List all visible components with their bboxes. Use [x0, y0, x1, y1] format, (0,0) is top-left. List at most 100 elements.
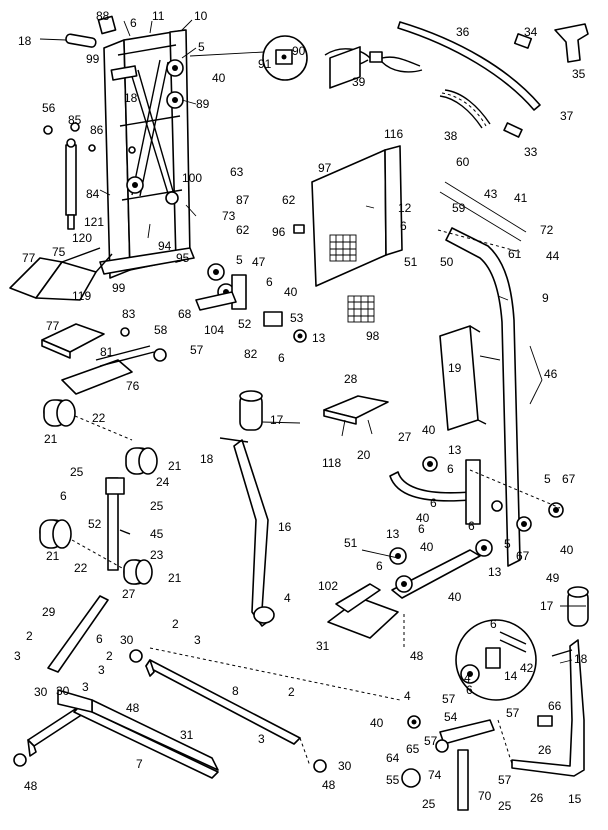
tower-frame: [65, 15, 195, 279]
callout-17: 17: [540, 599, 554, 613]
callout-22: 22: [92, 411, 106, 425]
callout-6: 6: [400, 219, 407, 233]
callout-102: 102: [318, 579, 338, 593]
callout-3: 3: [258, 732, 265, 746]
chain: [439, 89, 523, 138]
callout-18: 18: [200, 452, 214, 466]
callout-20: 20: [357, 448, 371, 462]
callout-47: 47: [252, 255, 266, 269]
callout-8: 8: [232, 684, 239, 698]
pulley-bracket-detail: [189, 35, 308, 81]
callout-33: 33: [524, 145, 538, 159]
callout-labels: 88 6 11 10 18 99 5 40 18 89 91 90 39 36 …: [14, 9, 588, 813]
callout-40: 40: [422, 423, 436, 437]
callout-72: 72: [540, 223, 554, 237]
callout-43: 43: [484, 187, 498, 201]
callout-6: 6: [447, 462, 454, 476]
callout-21: 21: [46, 549, 60, 563]
callout-2: 2: [106, 649, 113, 663]
callout-21: 21: [44, 432, 58, 446]
callout-17: 17: [270, 413, 284, 427]
callout-18: 18: [18, 34, 32, 48]
leg-attachment: [105, 477, 131, 571]
callout-55: 55: [386, 773, 400, 787]
callout-89: 89: [196, 97, 210, 111]
callout-62: 62: [236, 223, 250, 237]
callout-31: 31: [180, 728, 194, 742]
callout-40: 40: [370, 716, 384, 730]
callout-3: 3: [194, 633, 201, 647]
callout-120: 120: [72, 231, 92, 245]
callout-38: 38: [444, 129, 458, 143]
callout-6: 6: [130, 16, 137, 30]
callout-57: 57: [506, 706, 520, 720]
callout-54: 54: [444, 710, 458, 724]
callout-82: 82: [244, 347, 258, 361]
callout-34: 34: [524, 25, 538, 39]
callout-3: 3: [14, 649, 21, 663]
callout-51: 51: [344, 536, 358, 550]
callout-41: 41: [514, 191, 528, 205]
callout-104: 104: [204, 323, 224, 337]
callout-44: 44: [546, 249, 560, 263]
callout-51: 51: [404, 255, 418, 269]
callout-6: 6: [96, 632, 103, 646]
cable-assembly: [324, 48, 423, 73]
callout-6: 6: [430, 496, 437, 510]
callout-30: 30: [338, 759, 352, 773]
callout-21: 21: [168, 459, 182, 473]
callout-88: 88: [96, 9, 110, 23]
callout-98: 98: [366, 329, 380, 343]
callout-7: 7: [136, 757, 143, 771]
callout-30: 30: [56, 684, 70, 698]
callout-84: 84: [86, 187, 100, 201]
callout-57: 57: [498, 773, 512, 787]
callout-40: 40: [212, 71, 226, 85]
upper-seat: [9, 247, 113, 301]
callout-9: 9: [542, 291, 549, 305]
callout-61: 61: [508, 247, 522, 261]
pulley-bracket: [195, 263, 307, 343]
console: [293, 46, 403, 287]
keypad: [329, 234, 357, 262]
callout-6: 6: [490, 617, 497, 631]
callout-62: 62: [282, 193, 296, 207]
callout-66: 66: [548, 699, 562, 713]
callout-25: 25: [70, 465, 84, 479]
callout-29: 29: [42, 605, 56, 619]
callout-5: 5: [236, 253, 243, 267]
callout-116: 116: [384, 127, 403, 141]
callout-18: 18: [124, 91, 138, 105]
callout-86: 86: [90, 123, 104, 137]
callout-36: 36: [456, 25, 470, 39]
callout-15: 15: [568, 792, 582, 806]
callout-85: 85: [68, 113, 82, 127]
base-frame: [13, 595, 401, 779]
callout-75: 75: [52, 245, 66, 259]
callout-26: 26: [538, 743, 552, 757]
callout-45: 45: [150, 527, 164, 541]
callout-27: 27: [122, 587, 136, 601]
callout-57: 57: [190, 343, 204, 357]
callout-40: 40: [448, 590, 462, 604]
callout-49: 49: [546, 571, 560, 585]
callout-81: 81: [100, 345, 114, 359]
callout-5: 5: [198, 40, 205, 54]
callout-2: 2: [26, 629, 33, 643]
callout-70: 70: [478, 789, 492, 803]
callout-67: 67: [562, 472, 576, 486]
callout-97: 97: [318, 161, 332, 175]
callout-22: 22: [74, 561, 88, 575]
callout-63: 63: [230, 165, 244, 179]
lower-bracket: [401, 715, 553, 811]
callout-23: 23: [150, 548, 164, 562]
callout-13: 13: [488, 565, 502, 579]
callout-13: 13: [448, 443, 462, 457]
back-pad: [439, 325, 487, 431]
callout-40: 40: [560, 543, 574, 557]
lower-roller-pads: [39, 519, 153, 585]
callout-16: 16: [278, 520, 292, 534]
upper-roller-pads: [43, 399, 158, 475]
callout-10: 10: [194, 9, 208, 23]
